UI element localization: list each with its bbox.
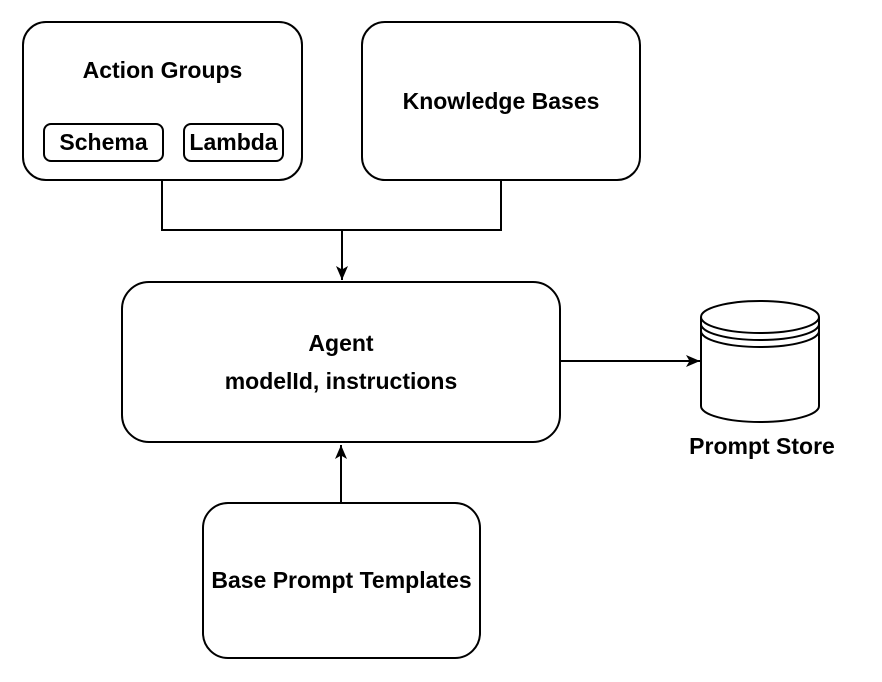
agent-node: Agent modelId, instructions <box>121 281 561 443</box>
prompt-store-cylinder-icon <box>700 300 820 423</box>
schema-label: Schema <box>59 129 148 155</box>
knowledge-bases-node: Knowledge Bases <box>361 21 641 181</box>
lambda-node: Lambda <box>183 123 284 162</box>
base-prompt-templates-node: Base Prompt Templates <box>202 502 481 659</box>
action-groups-node: Action Groups Schema Lambda <box>22 21 303 181</box>
base-prompt-templates-label: Base Prompt Templates <box>211 567 472 593</box>
edge-actiongroups-knowledgebases-junction <box>161 180 502 231</box>
agent-subtitle: modelId, instructions <box>224 368 458 394</box>
knowledge-bases-label: Knowledge Bases <box>402 87 600 114</box>
schema-node: Schema <box>43 123 164 162</box>
action-groups-label: Action Groups <box>82 56 243 83</box>
agent-title: Agent <box>308 330 374 356</box>
lambda-label: Lambda <box>189 129 278 155</box>
prompt-store-label: Prompt Store <box>689 432 835 459</box>
